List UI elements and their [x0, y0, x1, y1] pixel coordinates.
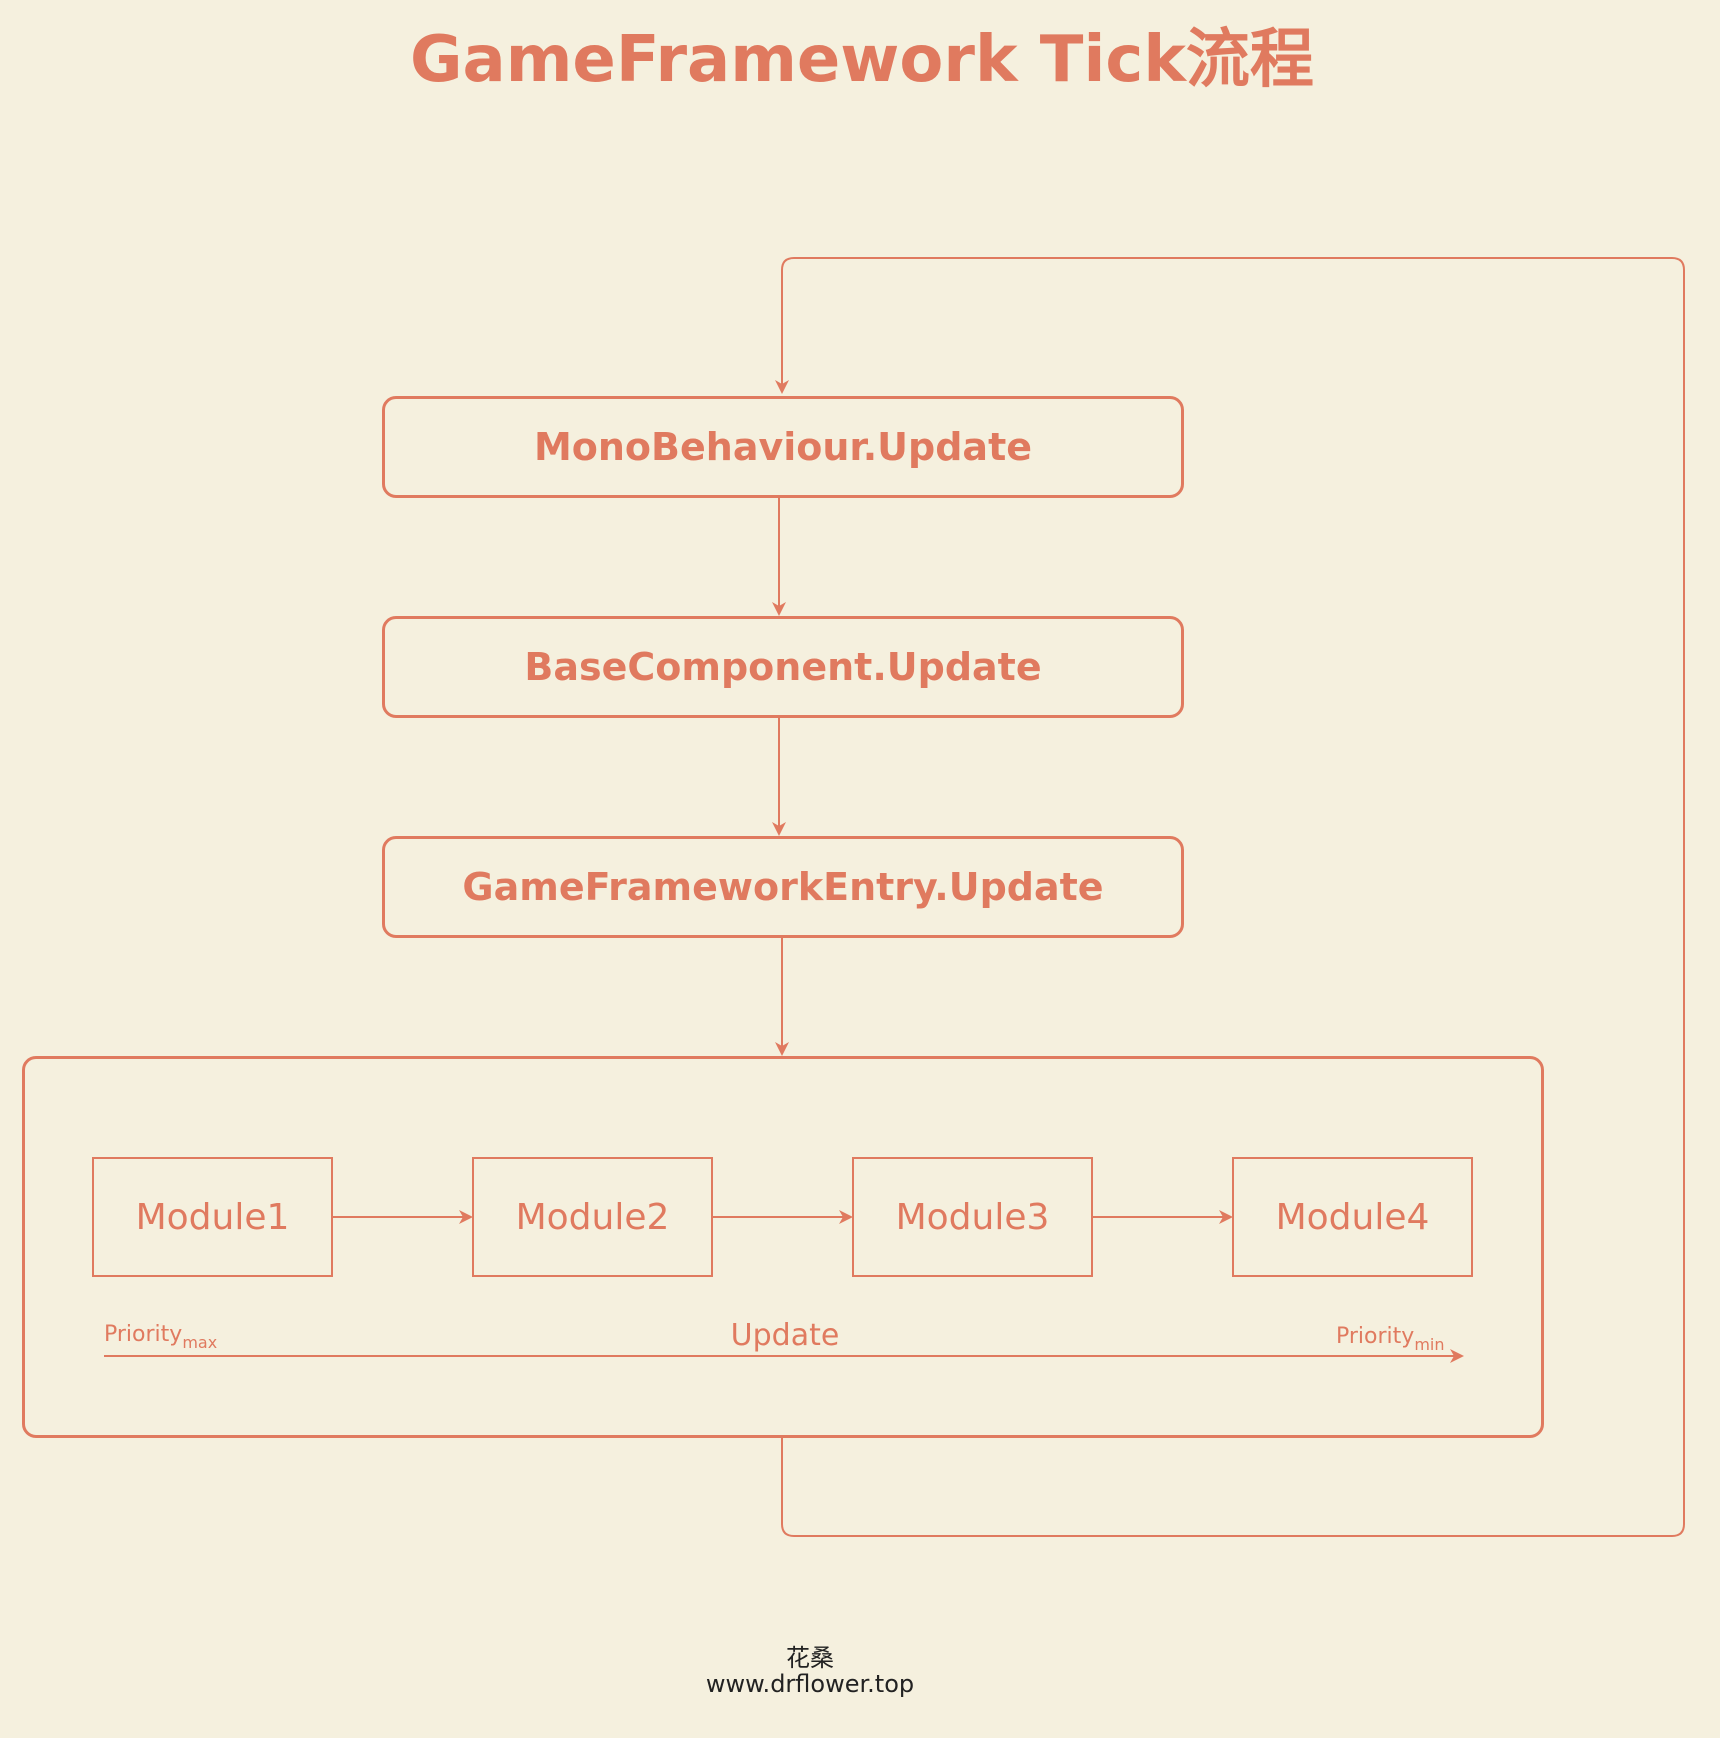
priority-min-label: Prioritymin [1336, 1324, 1444, 1354]
diagram-title: GameFramework Tick流程 [410, 23, 1314, 97]
priority-min-sub: min [1414, 1335, 1445, 1354]
loop-back-connector [775, 257, 1685, 1537]
module2-box: Module2 [472, 1157, 713, 1277]
module4-box: Module4 [1232, 1157, 1473, 1277]
priority-max-text: Priority [104, 1322, 183, 1347]
module-container [22, 1056, 1544, 1438]
mono-behaviour-update-box: MonoBehaviour.Update [382, 396, 1184, 498]
update-axis-label: Update [730, 1318, 840, 1353]
module3-box: Module3 [852, 1157, 1093, 1277]
priority-max-sub: max [182, 1333, 218, 1352]
priority-min-text: Priority [1336, 1324, 1415, 1349]
footer-site: www.drflower.top [705, 1670, 915, 1698]
game-framework-entry-update-box: GameFrameworkEntry.Update [382, 836, 1184, 938]
module1-box: Module1 [92, 1157, 333, 1277]
base-component-update-box: BaseComponent.Update [382, 616, 1184, 718]
footer-author: 花桑 [786, 1644, 834, 1672]
priority-max-label: Prioritymax [104, 1322, 217, 1352]
